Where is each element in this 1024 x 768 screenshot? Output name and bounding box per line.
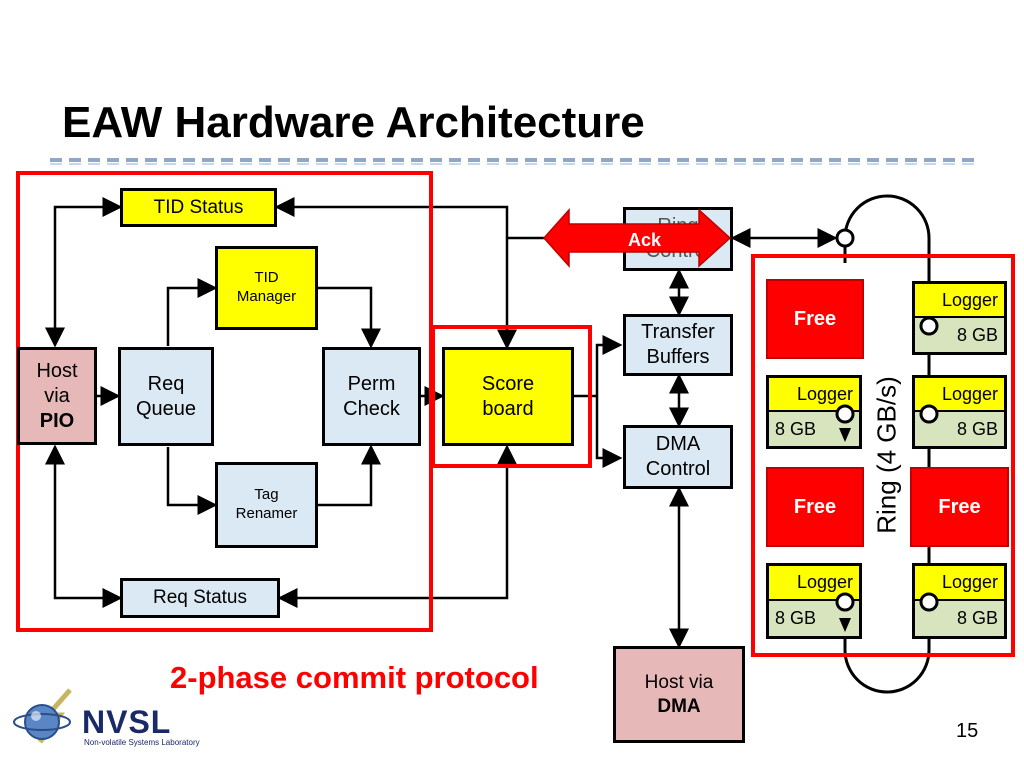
- host-dma-label-2: DMA: [657, 695, 701, 717]
- protocol-caption: 2-phase commit protocol: [170, 660, 539, 695]
- logger-label: Logger: [796, 383, 853, 404]
- tag-renamer-label-1: Tag: [254, 486, 279, 504]
- free-label: Free: [793, 307, 837, 330]
- logger-label: Logger: [796, 572, 853, 592]
- scoreboard-label-1: Score: [481, 372, 535, 395]
- host-pio-label-3: PIO: [39, 409, 75, 432]
- req-queue-block: Req Queue: [118, 347, 214, 446]
- free-slot: Free: [910, 467, 1009, 547]
- host-pio-label-2: via: [44, 384, 70, 407]
- logger-label: Logger: [941, 289, 998, 310]
- host-pio-label-1: Host: [36, 359, 78, 382]
- free-label: Free: [938, 495, 981, 518]
- logger-label: Logger: [941, 383, 998, 404]
- perm-check-block: Perm Check: [322, 347, 421, 446]
- logo-name: NVSL: [82, 704, 172, 740]
- free-slot: Free: [766, 467, 864, 547]
- scoreboard-highlight: [431, 325, 592, 468]
- tag-renamer-block: Tag Renamer: [215, 462, 318, 548]
- transfer-buffers-block: Transfer Buffers: [623, 314, 733, 376]
- dma-control-block: DMA Control: [623, 425, 733, 489]
- logger-unit: Logger 8 GB: [912, 563, 1007, 639]
- logger-capacity: 8 GB: [956, 608, 998, 628]
- transfer-buffers-label-2: Buffers: [646, 346, 710, 368]
- tid-manager-label-2: Manager: [236, 288, 297, 305]
- tid-status-block: TID Status: [120, 188, 277, 227]
- perm-check-label-1: Perm: [347, 372, 396, 395]
- perm-check-label-2: Check: [343, 397, 400, 420]
- free-slot: Free: [766, 279, 864, 359]
- tid-manager-block: TID Manager: [215, 246, 318, 330]
- transfer-buffers-label-1: Transfer: [641, 321, 715, 343]
- dma-control-label-2: Control: [645, 458, 711, 480]
- free-label: Free: [793, 495, 837, 518]
- logger-capacity: 8 GB: [775, 608, 817, 628]
- req-status-label: Req Status: [153, 587, 247, 609]
- scoreboard-block: Score board: [442, 347, 574, 446]
- dma-control-label-1: DMA: [655, 433, 701, 455]
- host-dma-block: Host via DMA: [613, 646, 745, 743]
- scoreboard-label-2: board: [482, 397, 534, 420]
- logger-capacity: 8 GB: [956, 324, 998, 345]
- logo-subtitle: Non-volatile Systems Laboratory: [84, 738, 200, 747]
- logger-capacity: 8 GB: [956, 418, 998, 439]
- req-queue-label-1: Req: [147, 372, 185, 395]
- host-pio-block: Host via PIO: [17, 347, 97, 445]
- ring-highlight: [751, 254, 1015, 657]
- req-status-block: Req Status: [120, 578, 280, 618]
- tid-status-label: TID Status: [153, 196, 244, 218]
- host-dma-label-1: Host via: [644, 671, 714, 693]
- ack-label: Ack: [628, 230, 662, 250]
- tag-renamer-label-2: Renamer: [235, 505, 298, 522]
- slide-title: EAW Hardware Architecture: [62, 98, 645, 147]
- tid-manager-label-1: TID: [254, 269, 279, 287]
- logger-unit: Logger 8 GB: [912, 281, 1007, 355]
- req-queue-label-2: Queue: [135, 397, 197, 420]
- page-number: 15: [956, 720, 979, 742]
- logger-label: Logger: [941, 572, 998, 592]
- logger-capacity: 8 GB: [775, 418, 817, 439]
